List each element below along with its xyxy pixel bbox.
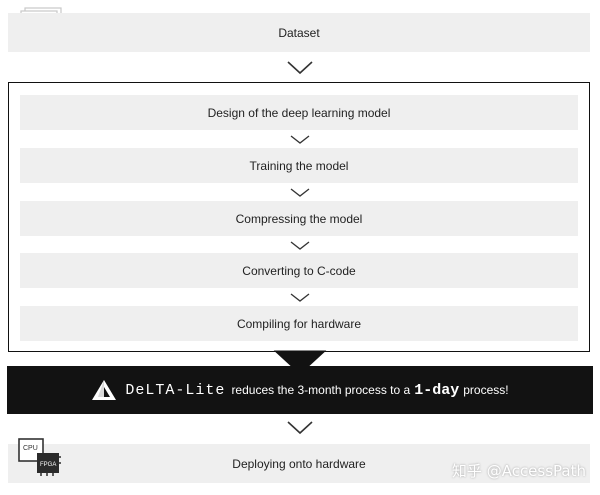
deploy-label: Deploying onto hardware bbox=[232, 456, 366, 471]
dataset-label: Dataset bbox=[278, 25, 320, 40]
chevron-down-icon bbox=[290, 188, 310, 197]
step-label: Design of the deep learning model bbox=[207, 105, 391, 120]
step-compiling: Compiling for hardware bbox=[20, 306, 578, 341]
step-converting: Converting to C-code bbox=[20, 253, 578, 288]
step-label: Training the model bbox=[249, 158, 349, 173]
chevron-down-icon bbox=[287, 421, 313, 435]
cpu-label: CPU bbox=[23, 445, 38, 452]
dataset-box: Dataset bbox=[8, 13, 590, 52]
banner-text-before: reduces the 3-month process to a bbox=[231, 383, 411, 397]
step-design: Design of the deep learning model bbox=[20, 95, 578, 130]
step-compressing: Compressing the model bbox=[20, 201, 578, 236]
chevron-down-icon bbox=[290, 293, 310, 302]
step-label: Converting to C-code bbox=[242, 263, 356, 278]
delta-lite-banner: DeLTA-Lite reduces the 3-month process t… bbox=[7, 366, 593, 414]
step-label: Compiling for hardware bbox=[236, 316, 362, 331]
frame-pointer bbox=[273, 350, 327, 375]
step-training: Training the model bbox=[20, 148, 578, 183]
chevron-down-icon bbox=[290, 135, 310, 144]
watermark: 知乎 @AccessPath bbox=[451, 462, 586, 480]
banner-text-after: process! bbox=[463, 383, 509, 397]
fpga-label: FPGA bbox=[40, 462, 57, 468]
chevron-down-icon bbox=[287, 61, 313, 75]
brand-name: DeLTA-Lite bbox=[125, 381, 226, 399]
delta-logo-icon bbox=[92, 380, 117, 400]
banner-highlight: 1-day bbox=[414, 381, 460, 399]
chip-icon: CPU FPGA bbox=[17, 437, 61, 477]
step-label: Compressing the model bbox=[235, 211, 363, 226]
chevron-down-icon bbox=[290, 241, 310, 250]
deploy-box: Deploying onto hardware bbox=[8, 444, 590, 483]
